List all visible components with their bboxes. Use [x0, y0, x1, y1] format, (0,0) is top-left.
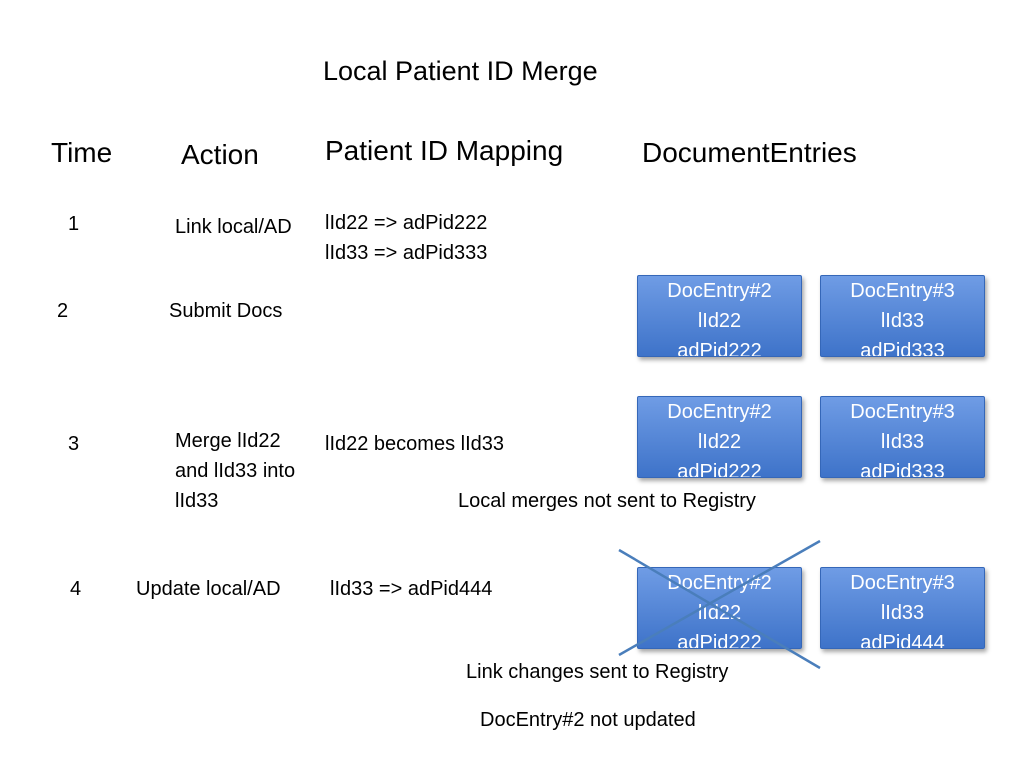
- doc-entry-3-row-2: DocEntry#3 lId33 adPid333: [820, 275, 985, 357]
- page-title: Local Patient ID Merge: [323, 56, 598, 86]
- row-2-time: 2: [57, 300, 69, 322]
- note-link-changes: Link changes sent to Registry: [466, 661, 729, 683]
- doc-entry-3-row-4: DocEntry#3 lId33 adPid444: [820, 567, 985, 649]
- row-4-action: Update local/AD: [136, 578, 281, 600]
- header-time: Time: [51, 137, 113, 168]
- row-4-time: 4: [70, 578, 82, 600]
- doc-entry-2-row-2: DocEntry#2 lId22 adPid222: [637, 275, 802, 357]
- row-3-action: Merge lId22 and lId33 into lId33: [175, 430, 296, 512]
- doc-entry-2-row-4: DocEntry#2 lId22 adPid222: [637, 567, 802, 649]
- row-1-time: 1: [68, 213, 80, 235]
- note-local-merges: Local merges not sent to Registry: [458, 490, 756, 512]
- doc-entry-3-row-3: DocEntry#3 lId33 adPid333: [820, 396, 985, 478]
- header-document-entries: DocumentEntries: [642, 137, 857, 168]
- row-2-action: Submit Docs: [169, 300, 283, 322]
- doc-entry-2-row-3: DocEntry#2 lId22 adPid222: [637, 396, 802, 478]
- row-3-mapping: lId22 becomes lId33: [325, 433, 505, 455]
- row-1-action: Link local/AD: [175, 216, 292, 238]
- header-action: Action: [181, 139, 259, 170]
- note-not-updated: DocEntry#2 not updated: [480, 709, 696, 731]
- row-1-mapping: lId22 => adPid222 lId33 => adPid333: [325, 212, 488, 264]
- header-patient-id-mapping: Patient ID Mapping: [325, 135, 564, 166]
- row-4-mapping: lId33 => adPid444: [330, 578, 493, 600]
- row-3-time: 3: [68, 433, 80, 455]
